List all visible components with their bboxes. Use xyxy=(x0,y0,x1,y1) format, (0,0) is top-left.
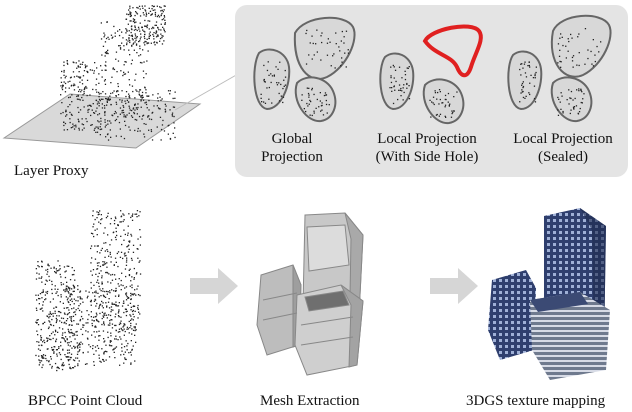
local-hole-label: Local Projection (With Side Hole) xyxy=(362,130,492,166)
global-projection-line2: Projection xyxy=(261,149,323,165)
hole-blob-top xyxy=(422,24,483,78)
local-sealed-line2: (Sealed) xyxy=(538,149,588,165)
layer-proxy-illustration xyxy=(2,5,202,149)
projection-shapes xyxy=(253,14,612,125)
mesh-building xyxy=(256,212,364,376)
mesh-extraction-illustration xyxy=(256,212,364,376)
bpcc-caption: BPCC Point Cloud xyxy=(28,393,143,409)
connector-line xyxy=(174,69,246,111)
sealed-blob-left xyxy=(507,50,543,111)
hole-blob-bottom xyxy=(422,78,465,125)
3dgs-texture-illustration xyxy=(488,208,610,380)
local-sealed-label: Local Projection (Sealed) xyxy=(500,130,626,166)
global-blob-top xyxy=(293,16,356,80)
global-projection-line1: Global xyxy=(271,131,313,147)
proxy-point-cloud xyxy=(60,5,176,141)
local-hole-line2: (With Side Hole) xyxy=(375,149,479,165)
global-blob-left xyxy=(253,48,291,111)
global-blob-bottom xyxy=(294,76,337,123)
bpcc-point-cloud-illustration xyxy=(35,210,142,372)
hole-blob-left xyxy=(379,52,415,111)
sealed-blob-bottom xyxy=(550,76,593,123)
layer-proxy-caption: Layer Proxy xyxy=(14,163,89,179)
local-sealed-line1: Local Projection xyxy=(513,131,613,147)
global-projection-shapes xyxy=(253,16,356,123)
mesh-caption: Mesh Extraction xyxy=(260,393,360,409)
projection-dots xyxy=(260,28,602,118)
arrow-right-icon-2 xyxy=(430,268,478,304)
3dgs-caption: 3DGS texture mapping xyxy=(466,393,606,409)
global-projection-label: Global Projection xyxy=(252,130,332,166)
local-hole-line1: Local Projection xyxy=(377,131,477,147)
proxy-plane xyxy=(2,93,202,149)
textured-building xyxy=(488,208,610,380)
arrow-right-icon xyxy=(190,268,238,304)
local-projection-sealed-shapes xyxy=(507,14,612,123)
local-projection-hole-shapes xyxy=(379,24,483,125)
bpcc-points xyxy=(35,210,142,372)
